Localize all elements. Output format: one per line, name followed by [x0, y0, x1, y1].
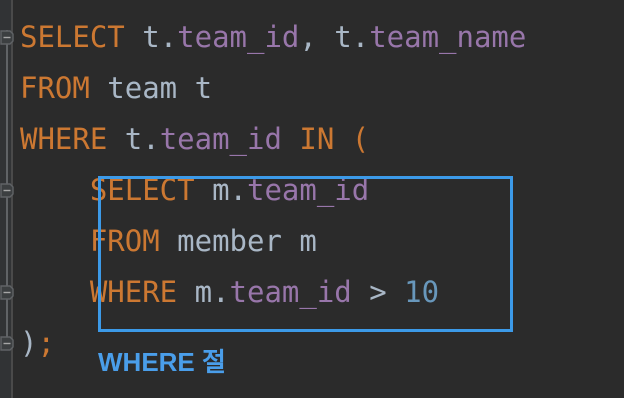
code-token: ;	[37, 326, 55, 360]
code-token: t.	[142, 20, 178, 54]
code-token: member m	[159, 224, 317, 258]
code-token	[125, 20, 142, 54]
code-token: FROM	[20, 71, 90, 105]
code-token	[20, 224, 90, 258]
sql-code-editor[interactable]: SELECT t.team_id, t.team_name FROM team …	[0, 0, 624, 398]
editor-gutter[interactable]	[0, 0, 11, 398]
code-area[interactable]: SELECT t.team_id, t.team_name FROM team …	[20, 0, 624, 398]
code-line-7[interactable]: );	[20, 318, 55, 369]
code-token: team_id	[159, 122, 282, 156]
code-line-4[interactable]: SELECT m.team_id	[20, 165, 369, 216]
code-line-1[interactable]: SELECT t.team_id, t.team_name	[20, 12, 526, 63]
code-token: )	[20, 326, 38, 360]
code-line-6[interactable]: WHERE m.team_id > 10	[20, 267, 439, 318]
code-token	[334, 122, 351, 156]
code-token: WHERE	[89, 275, 178, 309]
code-token: ,	[299, 20, 335, 54]
fold-collapse-icon-inner[interactable]	[0, 183, 15, 198]
fold-guide-line-inner	[6, 183, 8, 338]
code-token: WHERE	[20, 122, 108, 156]
code-token: team_name	[369, 20, 527, 54]
code-token: t.	[107, 122, 160, 156]
code-token: (	[351, 122, 370, 156]
code-token: team_id	[177, 20, 300, 54]
code-token: t.	[334, 20, 370, 54]
code-token: team t	[89, 71, 213, 105]
code-token: >	[351, 275, 405, 309]
fold-end-icon-inner[interactable]	[0, 285, 15, 300]
code-token: m.	[177, 275, 230, 309]
annotation-where-clause-label: WHERE 절	[98, 347, 226, 377]
code-line-2[interactable]: FROM team t	[20, 63, 212, 114]
code-token: team_id	[229, 275, 352, 309]
code-token: 10	[404, 275, 440, 309]
fold-collapse-icon-outer[interactable]	[0, 30, 15, 45]
code-token: IN	[299, 122, 335, 156]
code-token: SELECT	[89, 173, 195, 207]
fold-guide-line-outer	[6, 30, 8, 288]
fold-end-icon-outer[interactable]	[0, 336, 15, 351]
code-line-3[interactable]: WHERE t.team_id IN (	[20, 114, 369, 165]
code-token: SELECT	[20, 20, 125, 54]
gutter-separator-rule	[11, 0, 13, 398]
code-token: team_id	[247, 173, 370, 207]
code-token	[282, 122, 299, 156]
code-token: m.	[194, 173, 247, 207]
code-token	[20, 275, 90, 309]
code-token: FROM	[89, 224, 160, 258]
code-token	[20, 173, 90, 207]
code-line-5[interactable]: FROM member m	[20, 216, 317, 267]
